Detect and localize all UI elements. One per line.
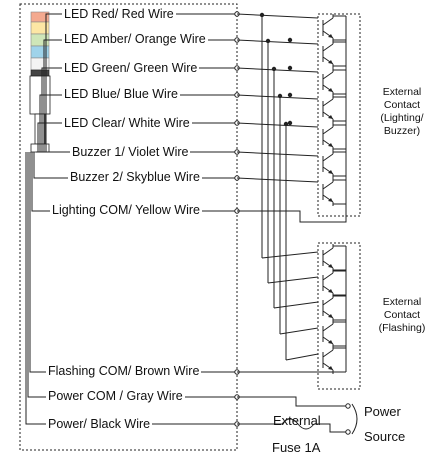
- wire-11: [25, 152, 237, 425]
- lighting-link-2: [236, 39, 319, 45]
- power-source-label-2: Source: [364, 429, 406, 444]
- lighting-contact-3-arm-top: [322, 71, 334, 80]
- lighting-contact-5-arrow: [328, 143, 333, 147]
- flashing-contact-3-arrow: [328, 314, 333, 318]
- wire-label-blue: LED Blue/ Blue Wire: [62, 87, 180, 101]
- bus-dot-3: [287, 92, 293, 98]
- flash-tap-horizontal-5: [285, 353, 319, 361]
- lighting-contact-2-arm-top: [322, 43, 334, 52]
- flashing-contact-1-arrow: [328, 264, 333, 268]
- flashing-contact-5-arrow: [328, 366, 333, 370]
- flashing-contact-1-arm-top: [322, 247, 334, 256]
- flashing-contact-2-arrow: [328, 289, 333, 293]
- flash-tap-horizontal-1: [261, 251, 319, 259]
- lighting-contact-7-arrow: [328, 198, 333, 202]
- lighting-contact-line-2: Contact: [383, 99, 421, 111]
- lighting-contact-line-4: Buzzer): [383, 125, 421, 137]
- wire-label-flashing-com: Flashing COM/ Brown Wire: [46, 364, 202, 378]
- lighting-link-3: [236, 67, 319, 73]
- lighting-contact-6-arm-top: [322, 153, 334, 162]
- flashing-contact-2-arm-top: [322, 272, 334, 281]
- power-lead-right: [314, 423, 346, 433]
- lighting-contact-6-arrow: [328, 170, 333, 174]
- wire-label-power-com: Power COM / Gray Wire: [46, 389, 185, 403]
- power-com-link: [237, 396, 346, 407]
- enclosure-border: [19, 3, 238, 451]
- lighting-link-7: [236, 177, 319, 183]
- lighting-contact-line-1: External: [382, 86, 422, 98]
- wire-label-power: Power/ Black Wire: [46, 417, 153, 431]
- flashing-contact-box: [317, 242, 361, 390]
- lighting-contact-1-arm-top: [322, 17, 334, 26]
- power-source-label-1: Power: [364, 404, 401, 419]
- power-terminal-top: [345, 403, 351, 409]
- fuse-label: Fuse 1A: [272, 440, 321, 455]
- lighting-com-link: [237, 204, 347, 223]
- flashing-contact-3-arm-top: [322, 297, 334, 306]
- lighting-contact-line-3: (Lighting/: [380, 112, 424, 124]
- bus-dot-2: [287, 65, 293, 71]
- lighting-link-4: [236, 94, 319, 100]
- flashing-contact-line-2: Contact: [383, 309, 421, 321]
- bus-dot-4: [287, 120, 293, 126]
- lighting-link-5: [236, 122, 319, 128]
- flashing-contact-5-arm-top: [322, 349, 334, 358]
- fuse-symbol: [281, 418, 315, 430]
- power-source-bracket: [351, 403, 358, 435]
- flashing-contact-label: External Contact (Flashing): [366, 296, 438, 335]
- lighting-contact-4-arm-top: [322, 98, 334, 107]
- flash-tap-horizontal-3: [273, 301, 319, 309]
- lighting-contact-5-arm-top: [322, 126, 334, 135]
- lighting-link-1: [236, 13, 319, 19]
- lighting-contact-3-arrow: [328, 88, 333, 92]
- power-terminal-bottom: [345, 429, 351, 435]
- lighting-contact-1-arrow: [328, 34, 333, 38]
- lighting-contact-2-arrow: [328, 60, 333, 64]
- wire-label-red: LED Red/ Red Wire: [62, 7, 176, 21]
- lighting-contact-box: [317, 13, 361, 217]
- lighting-link-6: [236, 151, 319, 157]
- wire-label-clear: LED Clear/ White Wire: [62, 116, 192, 130]
- wire-3: [41, 67, 237, 152]
- wire-10: [27, 152, 237, 398]
- wire-9: [29, 152, 237, 373]
- wire-label-buzzer2: Buzzer 2/ Skyblue Wire: [68, 170, 202, 184]
- lighting-contact-label: External Contact (Lighting/ Buzzer): [366, 86, 438, 138]
- wire-label-green: LED Green/ Green Wire: [62, 61, 200, 75]
- lighting-contact-4-arrow: [328, 115, 333, 119]
- flashing-contact-4-arm-top: [322, 323, 334, 332]
- flash-tap-horizontal-2: [267, 276, 319, 284]
- wire-label-buzzer1: Buzzer 1/ Violet Wire: [70, 145, 191, 159]
- flashing-contact-line-1: External: [382, 296, 422, 308]
- bus-dot-1: [287, 37, 293, 43]
- flashing-contact-line-3: (Flashing): [378, 322, 426, 334]
- lighting-contact-7-arm-top: [322, 181, 334, 190]
- wire-label-lighting-com: Lighting COM/ Yellow Wire: [50, 203, 202, 217]
- flashing-contact-4-arrow: [328, 340, 333, 344]
- external-fuse-label: External: [273, 413, 321, 428]
- wire-label-amber: LED Amber/ Orange Wire: [62, 32, 208, 46]
